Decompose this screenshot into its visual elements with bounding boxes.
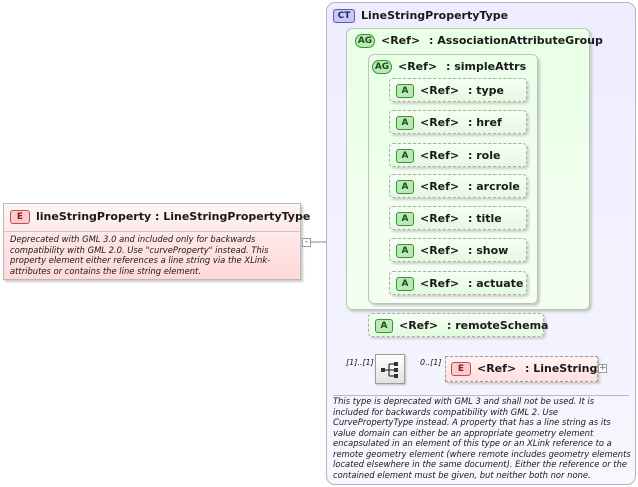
attribute-ref: <Ref> bbox=[420, 149, 460, 162]
attribute-role[interactable]: A <Ref> : role bbox=[389, 143, 527, 167]
attribute-name: : type bbox=[468, 84, 504, 97]
attribute-ref: <Ref> bbox=[420, 277, 460, 290]
attribute-badge: A bbox=[396, 180, 414, 194]
attribute-badge: A bbox=[396, 212, 414, 226]
attribute-ref: <Ref> bbox=[420, 116, 460, 129]
complex-type-documentation: This type is deprecated with GML 3 and s… bbox=[333, 396, 631, 480]
attribute-name: : href bbox=[468, 116, 502, 129]
complex-type-name: LineStringPropertyType bbox=[361, 9, 509, 22]
simple-attrs-ref: <Ref> bbox=[398, 60, 438, 73]
complex-type-badge: CT bbox=[333, 9, 355, 23]
attribute-ref: <Ref> bbox=[420, 212, 460, 225]
association-group-name: : AssociationAttributeGroup bbox=[429, 34, 603, 47]
attribute-actuate[interactable]: A <Ref> : actuate bbox=[389, 271, 527, 295]
element-documentation: Deprecated with GML 3.0 and included onl… bbox=[10, 234, 271, 276]
simple-attrs-header: AG <Ref> : simpleAttrs bbox=[372, 60, 526, 74]
attribute-name: : remoteSchema bbox=[447, 319, 549, 332]
attribute-title[interactable]: A <Ref> : title bbox=[389, 206, 527, 230]
attribute-ref: <Ref> bbox=[399, 319, 439, 332]
attribute-name: : arcrole bbox=[468, 180, 520, 193]
association-group-header: AG <Ref> : AssociationAttributeGroup bbox=[355, 34, 603, 48]
attribute-badge: A bbox=[396, 244, 414, 258]
attribute-badge: A bbox=[396, 277, 414, 291]
sequence-compositor[interactable] bbox=[375, 354, 405, 384]
complex-type-header: CT LineStringPropertyType bbox=[333, 9, 508, 23]
attribute-name: : title bbox=[468, 212, 502, 225]
child-occurrence: 0..[1] bbox=[420, 358, 442, 367]
attribute-name: : role bbox=[468, 149, 501, 162]
element-type: : LineStringPropertyType bbox=[155, 210, 311, 223]
ref-element-line-string[interactable]: E <Ref> : LineString bbox=[445, 356, 598, 382]
attribute-show[interactable]: A <Ref> : show bbox=[389, 238, 527, 262]
association-group-badge: AG bbox=[355, 34, 375, 48]
attribute-ref: <Ref> bbox=[420, 84, 460, 97]
attribute-badge: A bbox=[375, 319, 393, 333]
element-expand-icon[interactable]: - bbox=[302, 238, 311, 247]
ref-element-ref: <Ref> bbox=[477, 362, 517, 375]
expand-plus-icon[interactable]: + bbox=[598, 363, 607, 373]
attribute-badge: A bbox=[396, 149, 414, 163]
attribute-name: : show bbox=[468, 244, 509, 257]
element-name: lineStringProperty bbox=[36, 210, 152, 223]
simple-attrs-name: : simpleAttrs bbox=[446, 60, 527, 73]
attribute-href[interactable]: A <Ref> : href bbox=[389, 110, 527, 134]
simple-attrs-badge: AG bbox=[372, 60, 392, 74]
ref-element-badge: E bbox=[451, 362, 471, 376]
sequence-occurrence: [1]..[1] bbox=[346, 358, 374, 367]
association-group-ref: <Ref> bbox=[381, 34, 421, 47]
attribute-name: : actuate bbox=[468, 277, 524, 290]
attribute-ref: <Ref> bbox=[420, 244, 460, 257]
attribute-remote-schema[interactable]: A <Ref> : remoteSchema bbox=[368, 313, 548, 337]
complex-type-doc-separator bbox=[333, 395, 629, 396]
ref-element-name: : LineString bbox=[525, 362, 598, 375]
sequence-icon bbox=[381, 362, 398, 378]
element-separator bbox=[4, 231, 300, 232]
element-badge: E bbox=[10, 210, 30, 224]
attribute-arcrole[interactable]: A <Ref> : arcrole bbox=[389, 174, 527, 198]
attribute-badge: A bbox=[396, 116, 414, 130]
attribute-type[interactable]: A <Ref> : type bbox=[389, 78, 527, 102]
attribute-badge: A bbox=[396, 84, 414, 98]
attribute-ref: <Ref> bbox=[420, 180, 460, 193]
